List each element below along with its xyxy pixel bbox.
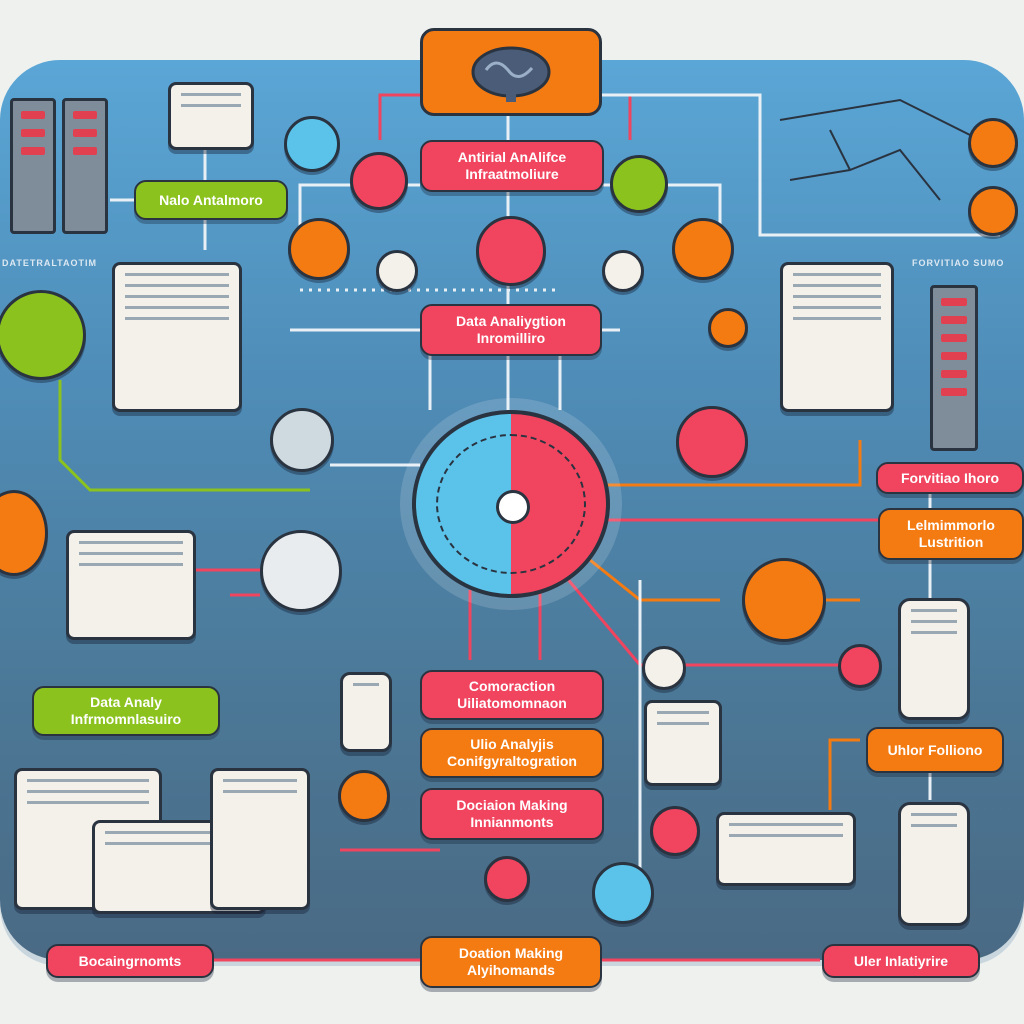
lock-icon[interactable] (288, 218, 350, 280)
label-ai-infrastructure[interactable]: Antirial AnAlifce Infraatmoliure (420, 140, 604, 192)
alert-node-icon[interactable] (260, 530, 342, 612)
target-icon[interactable] (968, 186, 1018, 236)
central-ai-hub[interactable] (412, 410, 610, 598)
settings-node-icon[interactable] (742, 558, 826, 642)
label-data-analy-infra[interactable]: Data Analy Infrmomnlasuiro (32, 686, 220, 736)
label-data-analysis[interactable]: Data Analiygtion Inromilliro (420, 304, 602, 356)
user-profile-icon[interactable] (476, 216, 546, 286)
laptop-icon (168, 82, 254, 150)
target-icon[interactable] (708, 308, 748, 348)
caption-right: FORVITIAO SUMO (912, 258, 1005, 268)
user-avatar-icon[interactable] (650, 806, 700, 856)
target-icon[interactable] (968, 118, 1018, 168)
document-icon (644, 700, 722, 786)
label-decision-instruments[interactable]: Dociaion Making Innianmonts (420, 788, 604, 840)
camera-icon[interactable] (642, 646, 686, 690)
label-decision-algorithms[interactable]: Doation Making Alyihomands (420, 936, 602, 988)
network-hub-icon[interactable] (484, 856, 530, 902)
phone-icon (340, 672, 392, 752)
server-rack-icon (930, 285, 978, 451)
label-ulio-analysis[interactable]: Ulio Analyjis Conifgyraltogration (420, 728, 604, 778)
monitor-icon (66, 530, 196, 640)
camera-icon[interactable] (838, 644, 882, 688)
device-node-icon[interactable] (270, 408, 334, 472)
smartphone-icon (898, 598, 970, 720)
server-icon (10, 98, 56, 234)
label-communication[interactable]: Comoraction Uiliatomomnaon (420, 670, 604, 720)
document-card (112, 262, 242, 412)
label-uhlor[interactable]: Uhlor Folliono (866, 727, 1004, 773)
user-node-icon[interactable] (592, 862, 654, 924)
report-card (210, 768, 310, 910)
label-nalo[interactable]: Nalo Antalmoro (134, 180, 288, 220)
gear-icon (496, 490, 530, 524)
fingerprint-icon[interactable] (676, 406, 748, 478)
label-user-interface[interactable]: Uler Inlatiyrire (822, 944, 980, 978)
desktop-computer-icon (716, 812, 856, 886)
lock-icon[interactable] (672, 218, 734, 280)
user-node-icon[interactable] (610, 155, 668, 213)
gear-network-icon[interactable] (0, 290, 86, 380)
user-icon[interactable] (376, 250, 418, 292)
user-node-icon[interactable] (350, 152, 408, 210)
server-icon (62, 98, 108, 234)
user-icon[interactable] (602, 250, 644, 292)
user-avatar-icon[interactable] (338, 770, 390, 822)
clipboard-card (780, 262, 894, 412)
brain-icon (471, 46, 551, 102)
caption-left: DATETRALTAOTIM (2, 258, 97, 268)
smartphone-icon (898, 802, 970, 926)
brain-header (420, 28, 602, 116)
label-forvitiao[interactable]: Forvitiao Ihoro (876, 462, 1024, 494)
label-lelm[interactable]: Lelmimmorlo Lustrition (878, 508, 1024, 560)
label-background[interactable]: Bocaingrnomts (46, 944, 214, 978)
user-node-icon[interactable] (284, 116, 340, 172)
